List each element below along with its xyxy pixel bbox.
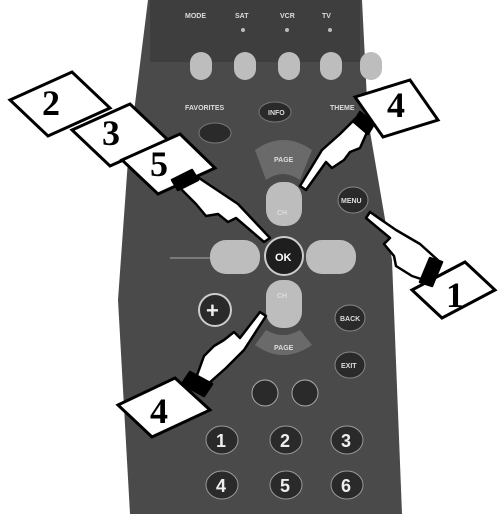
tv-label: TV <box>322 13 331 20</box>
number-key-6[interactable] <box>330 470 364 500</box>
sat-indicator <box>241 28 245 32</box>
page-up-button[interactable] <box>255 140 312 180</box>
fast-forward-button[interactable] <box>360 52 382 80</box>
ok-label: OK <box>275 252 292 264</box>
stop-button[interactable] <box>190 52 212 80</box>
number-key-5[interactable] <box>269 470 303 500</box>
card-step-5 <box>119 132 218 196</box>
exit-label: EXIT <box>341 363 357 370</box>
number-key-3-label: 3 <box>341 431 351 451</box>
mute-button[interactable] <box>291 379 319 407</box>
previous-button[interactable] <box>251 379 279 407</box>
rewind-button[interactable] <box>234 52 256 80</box>
page-down-button[interactable] <box>255 330 312 355</box>
tv-indicator <box>328 28 332 32</box>
play-button[interactable] <box>320 52 342 80</box>
card-step-4-bottom <box>115 376 213 439</box>
number-key-6-label: 6 <box>341 476 351 496</box>
right-button[interactable] <box>306 240 356 274</box>
theme-label: THEME <box>330 105 355 112</box>
ch-up-button[interactable] <box>266 182 302 226</box>
number-pad: 1 2 3 4 5 6 <box>205 425 364 500</box>
step-5-number: 5 <box>150 144 168 184</box>
callout-card-upper-right: 4 <box>352 78 441 139</box>
pointing-hand-icons <box>170 110 444 398</box>
number-key-2-label: 2 <box>280 431 290 451</box>
ch-down-label: CH <box>277 293 287 300</box>
step-4-bottom-number: 4 <box>150 391 168 431</box>
remote-top-panel <box>150 0 360 62</box>
cuff-menu-icon <box>418 256 444 288</box>
ch-down-button[interactable] <box>266 280 302 328</box>
back-label: BACK <box>340 316 360 323</box>
vcr-label: VCR <box>280 13 295 20</box>
mode-label: MODE <box>185 13 206 20</box>
cuff-ch-down-icon <box>180 370 214 398</box>
exit-button[interactable] <box>334 351 366 379</box>
back-button[interactable] <box>334 304 366 332</box>
vcr-indicator <box>285 28 289 32</box>
info-button[interactable] <box>258 101 292 123</box>
info-label: INFO <box>268 110 285 117</box>
card-step-2 <box>7 70 113 138</box>
volume-plus-button[interactable] <box>198 293 232 327</box>
menu-button[interactable] <box>337 186 369 214</box>
sat-label: SAT <box>235 13 249 20</box>
favorites-label: FAVORITES <box>185 105 224 112</box>
number-key-4-label: 4 <box>216 476 226 496</box>
step-3-number: 3 <box>102 113 120 153</box>
menu-label: MENU <box>341 198 362 205</box>
number-key-2[interactable] <box>269 425 303 455</box>
number-key-3[interactable] <box>330 425 364 455</box>
favorites-button[interactable] <box>198 122 232 144</box>
plus-icon: + <box>206 298 219 323</box>
number-key-1-label: 1 <box>216 431 226 451</box>
callout-card-right: 1 <box>409 260 498 320</box>
ch-up-label: CH <box>277 210 287 217</box>
callout-cards-upper-left: 2 3 5 <box>7 70 218 196</box>
pointing-hand-ch-down-icon <box>194 310 268 386</box>
page-down-label: PAGE <box>274 345 294 352</box>
left-button[interactable] <box>210 240 260 274</box>
cuff-ok-icon <box>170 168 200 192</box>
card-step-1 <box>409 260 498 320</box>
step-2-number: 2 <box>42 83 60 123</box>
cuff-ch-up-icon <box>352 110 376 136</box>
callout-card-lower-left: 4 <box>115 376 213 439</box>
pointing-hand-menu-icon <box>364 210 442 284</box>
step-1-number: 1 <box>446 275 464 315</box>
ok-button[interactable] <box>264 236 304 276</box>
pointing-hand-ch-up-icon <box>298 116 370 192</box>
pause-button[interactable] <box>278 52 300 80</box>
transport-buttons <box>190 52 382 80</box>
number-key-4[interactable] <box>205 470 239 500</box>
number-key-1[interactable] <box>205 425 239 455</box>
number-key-5-label: 5 <box>280 476 290 496</box>
page-up-label: PAGE <box>274 157 294 164</box>
pointing-hand-ok-icon <box>176 174 272 244</box>
step-4-top-number: 4 <box>387 85 405 125</box>
